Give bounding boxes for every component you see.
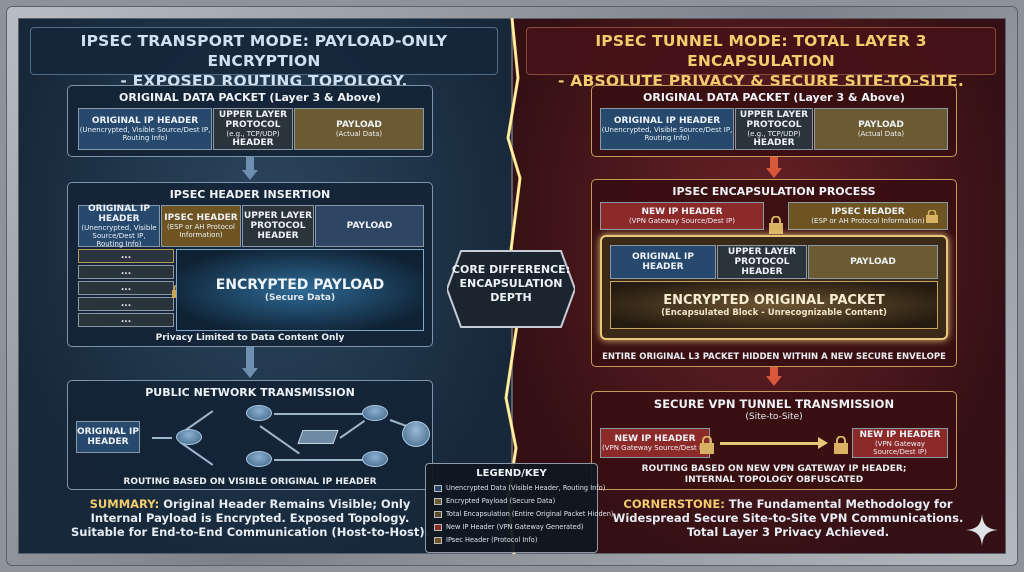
- transport-original-packet: ORIGINAL DATA PACKET (Layer 3 & Above) O…: [67, 85, 433, 157]
- dots-row: ...: [78, 249, 174, 263]
- secure-vpn-tunnel-transmission: SECURE VPN TUNNEL TRANSMISSION (Site-to-…: [591, 391, 957, 490]
- arrow-shaft: [770, 367, 778, 377]
- arrow-shaft: [246, 157, 254, 171]
- ipsec-header-insertion: IPSEC HEADER INSERTION ORIGINAL IP HEADE…: [67, 182, 433, 347]
- insertion-ip-header: ORIGINAL IP HEADER(Unencrypted, Visible …: [78, 204, 160, 248]
- router-icon: [246, 405, 272, 421]
- network-link: [339, 419, 366, 439]
- dots-row: ...: [78, 313, 174, 327]
- total-encapsulation-block: ORIGINAL IP HEADER UPPER LAYER PROTOCOL …: [600, 235, 948, 340]
- encrypted-payload-block: ENCRYPTED PAYLOAD (Secure Data): [176, 249, 424, 331]
- core-difference-badge: CORE DIFFERENCE: ENCAPSULATION DEPTH: [447, 245, 575, 333]
- public-network-caption: ROUTING BASED ON VISIBLE ORIGINAL IP HEA…: [123, 477, 377, 487]
- dots-stack: ... ... ... ... ...: [78, 249, 174, 331]
- insertion-upper-header: UPPER LAYER PROTOCOL HEADER: [242, 205, 314, 247]
- lock-icon: [925, 208, 939, 223]
- transport-original-payload: PAYLOAD(Actual Data): [294, 108, 424, 150]
- arrow-shaft: [246, 347, 254, 369]
- transport-title-line1: IPSEC TRANSPORT MODE: PAYLOAD-ONLY ENCRY…: [80, 32, 448, 70]
- insertion-heading: IPSEC HEADER INSERTION: [169, 188, 331, 201]
- tunnel-summary: CORNERSTONE: The Fundamental Methodology…: [612, 497, 964, 539]
- down-arrow-icon: [766, 376, 782, 386]
- tunnel-original-packet: ORIGINAL DATA PACKET (Layer 3 & Above) O…: [591, 85, 957, 157]
- encrypted-original-label: ENCRYPTED ORIGINAL PACKET: [663, 292, 885, 308]
- down-arrow-icon: [242, 170, 258, 180]
- cornerstone-label: CORNERSTONE:: [623, 497, 725, 511]
- encap-upper-header: UPPER LAYER PROTOCOL HEADER: [717, 245, 807, 279]
- insertion-caption: Privacy Limited to Data Content Only: [155, 333, 345, 343]
- tunnel-original-upper: UPPER LAYER PROTOCOL(e.g., TCP/UDP)HEADE…: [735, 108, 813, 150]
- network-link: [259, 425, 300, 455]
- transport-original-ip-header: ORIGINAL IP HEADER(Unencrypted, Visible …: [78, 108, 212, 150]
- legend-item: New IP Header (VPN Gateway Generated): [434, 523, 583, 531]
- tunnel-line: [720, 442, 820, 445]
- insertion-ipsec-header: IPSEC HEADER(ESP or AH Protocol Informat…: [161, 205, 241, 247]
- transport-original-upper: UPPER LAYER PROTOCOL(e.g., TCP/UDP)HEADE…: [213, 108, 293, 150]
- core-line1: CORE DIFFERENCE:: [451, 263, 571, 276]
- router-icon: [176, 429, 202, 445]
- dots-row: ...: [78, 297, 174, 311]
- core-line2: ENCAPSULATION: [459, 277, 563, 290]
- router-icon: [362, 405, 388, 421]
- insertion-payload: PAYLOAD: [315, 205, 424, 247]
- legend-item: Total Encapsulation (Entire Original Pac…: [434, 510, 614, 518]
- transport-summary: SUMMARY: Original Header Remains Visible…: [70, 497, 429, 539]
- public-ip-header: ORIGINAL IP HEADER: [76, 421, 140, 453]
- encrypted-original-sub: (Encapsulated Block - Unrecognizable Con…: [661, 307, 887, 318]
- encapsulation-caption: ENTIRE ORIGINAL L3 PACKET HIDDEN WITHIN …: [602, 352, 946, 362]
- encapsulation-heading: IPSEC ENCAPSULATION PROCESS: [672, 185, 876, 198]
- network-link: [274, 413, 364, 415]
- network-link: [274, 459, 364, 461]
- lock-icon: [832, 435, 850, 454]
- network-link: [152, 437, 172, 439]
- encrypted-original-packet: ENCRYPTED ORIGINAL PACKET (Encapsulated …: [610, 281, 938, 329]
- encap-payload: PAYLOAD: [808, 245, 938, 279]
- encrypted-payload-sub: (Secure Data): [264, 293, 336, 303]
- sparkle-icon: [966, 514, 998, 546]
- public-network-transmission: PUBLIC NETWORK TRANSMISSION ORIGINAL IP …: [67, 380, 433, 490]
- legend-title: LEGEND/KEY: [476, 468, 547, 479]
- network-link: [179, 441, 214, 466]
- lock-icon: [767, 215, 785, 234]
- transport-mode-title: IPSEC TRANSPORT MODE: PAYLOAD-ONLY ENCRY…: [30, 27, 498, 90]
- right-arrow-icon: [818, 437, 828, 449]
- summary-label: SUMMARY:: [89, 497, 160, 511]
- arrow-shaft: [770, 157, 778, 169]
- encap-new-ip-header: NEW IP HEADER(VPN Gateway Source/Dest IP…: [600, 202, 764, 230]
- tunnel-caption: ROUTING BASED ON NEW VPN GATEWAY IP HEAD…: [641, 464, 907, 485]
- legend-item: Encrypted Payload (Secure Data): [434, 497, 555, 505]
- legend: LEGEND/KEY Unencrypted Data (Visible Hea…: [425, 463, 614, 553]
- tunnel-mode-title: IPSEC TUNNEL MODE: TOTAL LAYER 3 ENCAPSU…: [526, 27, 996, 90]
- encrypted-payload-label: ENCRYPTED PAYLOAD: [215, 277, 385, 293]
- destination-router-icon: [402, 421, 430, 447]
- dots-row: ...: [78, 265, 174, 279]
- transport-original-heading: ORIGINAL DATA PACKET (Layer 3 & Above): [119, 91, 381, 104]
- tunnel-new-ip-header-left: NEW IP HEADER(VPN Gateway Source/Dest IP…: [600, 428, 710, 458]
- down-arrow-icon: [242, 368, 258, 378]
- tunnel-heading: SECURE VPN TUNNEL TRANSMISSION: [653, 397, 895, 411]
- legend-item: IPsec Header (Protocol Info): [434, 536, 537, 544]
- ipsec-encapsulation-process: IPSEC ENCAPSULATION PROCESS NEW IP HEADE…: [591, 179, 957, 367]
- network-topology: [140, 405, 430, 469]
- tunnel-sub: (Site-to-Site): [745, 412, 803, 422]
- switch-icon: [297, 430, 339, 444]
- public-network-heading: PUBLIC NETWORK TRANSMISSION: [145, 386, 355, 399]
- tunnel-new-ip-header-right: NEW IP HEADER(VPN Gateway Source/Dest IP…: [852, 428, 948, 458]
- tunnel-original-payload: PAYLOAD(Actual Data): [814, 108, 948, 150]
- router-icon: [362, 451, 388, 467]
- tunnel-original-heading: ORIGINAL DATA PACKET (Layer 3 & Above): [643, 91, 905, 104]
- encap-ipsec-header: IPSEC HEADER(ESP or AH Protocol Informat…: [788, 202, 948, 230]
- tunnel-original-ip-header: ORIGINAL IP HEADER(Unencrypted, Visible …: [600, 108, 734, 150]
- tunnel-title-line1: IPSEC TUNNEL MODE: TOTAL LAYER 3 ENCAPSU…: [595, 32, 927, 70]
- down-arrow-icon: [766, 168, 782, 178]
- dots-row: ...: [78, 281, 174, 295]
- router-icon: [246, 451, 272, 467]
- lock-icon: [698, 435, 716, 454]
- encap-original-ip-header: ORIGINAL IP HEADER: [610, 245, 716, 279]
- core-line3: DEPTH: [490, 291, 532, 304]
- legend-item: Unencrypted Data (Visible Header, Routin…: [434, 484, 605, 492]
